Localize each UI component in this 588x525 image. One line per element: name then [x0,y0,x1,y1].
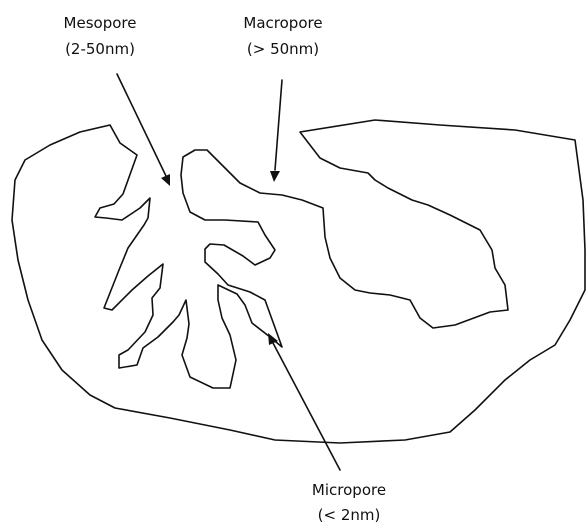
micropore-label: Micropore [312,481,386,499]
mesopore-arrow [117,74,166,176]
mesopore-label: Mesopore [64,14,137,32]
macropore-size-label: (> 50nm) [247,40,319,58]
particle-outline [12,120,585,443]
macropore-label: Macropore [243,14,322,32]
mesopore-size-label: (2-50nm) [65,40,135,58]
macropore-arrowhead [270,171,280,182]
macropore-arrow [275,80,282,170]
micropore-size-label: (< 2nm) [318,506,381,524]
micropore-arrow [273,343,340,470]
